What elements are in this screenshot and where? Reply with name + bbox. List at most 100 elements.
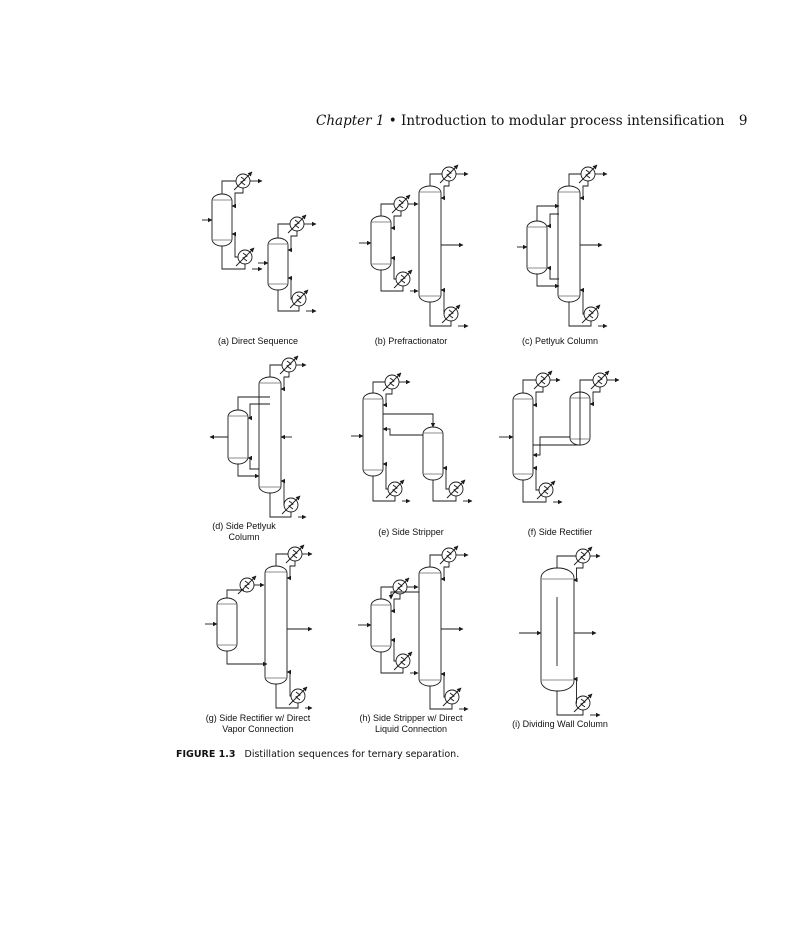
bottoms-line — [277, 290, 300, 312]
main-column — [418, 566, 442, 687]
utility-arrow — [446, 479, 466, 499]
interconnect — [247, 455, 259, 470]
utility-arrow — [233, 171, 253, 191]
utility-arrow — [289, 289, 309, 309]
overhead-vapor-line — [372, 381, 385, 393]
utility-arrow — [573, 546, 593, 566]
utility-arrow — [536, 480, 556, 500]
side-stripper-column — [370, 598, 392, 653]
overhead-vapor-line — [380, 203, 394, 216]
utility-arrow — [287, 214, 307, 234]
reflux-line — [592, 387, 601, 404]
bottoms-line — [275, 684, 299, 709]
panel-label-h: (h) Side Stripper w/ Direct — [359, 713, 463, 723]
utility-arrow — [578, 164, 598, 184]
bottoms-line — [221, 246, 246, 270]
figure-caption: FIGURE 1.3 Distillation sequences for te… — [176, 749, 459, 760]
bottoms-line — [568, 302, 592, 327]
page-number: 9 — [738, 113, 748, 129]
vapor-interconnect — [536, 203, 560, 221]
reflux-line — [393, 594, 401, 611]
utility-arrow — [441, 304, 461, 324]
column-2 — [267, 237, 289, 291]
panel-label-f: (f) Side Rectifier — [528, 527, 593, 537]
prefractionator-column — [370, 215, 392, 271]
petlyuk-prefractionator — [526, 220, 548, 275]
overhead-vapor-line — [429, 554, 442, 567]
dividing-wall-column — [540, 567, 575, 692]
reflux-line — [234, 188, 244, 206]
main-column — [362, 392, 384, 477]
overhead-vapor-line — [380, 586, 393, 599]
utility-arrow — [581, 304, 601, 324]
chapter-title: Introduction to modular process intensif… — [401, 113, 725, 129]
caption-text: Distillation sequences for ternary separ… — [244, 749, 460, 760]
side-rectifier-column — [216, 597, 238, 652]
utility-arrow — [288, 686, 308, 706]
utility-arrow — [235, 247, 255, 267]
utility-arrow — [390, 577, 410, 597]
utility-arrow — [281, 495, 301, 515]
utility-arrow — [279, 355, 299, 375]
side-petlyuk-main-column — [258, 376, 282, 494]
panel-label-d: Column — [228, 532, 259, 542]
reflux-line — [289, 561, 296, 578]
header-bullet: • — [388, 113, 397, 129]
boilup-line — [385, 464, 388, 490]
liquid-interconnect — [536, 274, 560, 289]
panel-label-h: Liquid Connection — [375, 724, 447, 734]
vapor-return-line — [382, 426, 423, 436]
panel-label-d: (d) Side Petlyuk — [212, 521, 276, 531]
panel-label-g: (g) Side Rectifier w/ Direct — [206, 713, 311, 723]
boilup-line — [576, 679, 577, 704]
overhead-vapor-line — [226, 589, 244, 598]
reflux-line — [385, 389, 393, 405]
bottoms-line — [269, 493, 292, 518]
bottoms-line — [556, 691, 584, 716]
overhead-vapor-line — [579, 379, 593, 392]
main-column — [418, 185, 442, 303]
bottoms-line — [432, 480, 457, 502]
overhead-vapor-line — [269, 364, 282, 377]
boilup-line — [289, 672, 291, 697]
utility-arrow — [393, 651, 413, 671]
boilup-line — [393, 640, 396, 662]
utility-arrow — [533, 370, 553, 390]
bottoms-line — [226, 651, 237, 665]
utility-arrow — [391, 194, 411, 214]
interconnect — [247, 403, 270, 421]
bottoms-line — [380, 652, 404, 674]
panel-label-e: (e) Side Stripper — [378, 527, 444, 537]
liquid-interconnect — [546, 213, 559, 229]
utility-arrow — [590, 370, 610, 390]
overhead-vapor-line — [568, 173, 581, 186]
reflux-line — [576, 563, 584, 580]
reflux-line — [290, 231, 298, 250]
boilup-line — [582, 290, 584, 315]
reflux-line — [283, 372, 290, 389]
interconnect — [237, 396, 270, 410]
utility-arrow — [442, 687, 462, 707]
utility-arrow — [439, 164, 459, 184]
bottoms-line — [380, 270, 404, 292]
panel-label-b: (b) Prefractionator — [375, 336, 448, 346]
boilup-line — [443, 674, 445, 698]
utility-arrow — [393, 269, 413, 289]
boilup-line — [234, 234, 238, 258]
liquid-draw-line — [383, 413, 436, 428]
utility-arrow — [573, 693, 593, 713]
utility-arrow — [385, 479, 405, 499]
interconnect — [237, 464, 260, 479]
reflux-line — [393, 211, 402, 228]
utility-arrow — [382, 372, 402, 392]
figure-number: FIGURE 1.3 — [176, 749, 236, 760]
reflux-line — [443, 562, 450, 579]
liquid-connection-line — [388, 591, 419, 600]
overhead-vapor-line — [429, 173, 442, 186]
vapor-interconnect — [546, 265, 559, 280]
utility-arrow — [285, 544, 305, 564]
panel-label-i: (i) Dividing Wall Column — [512, 719, 608, 729]
main-column — [512, 392, 534, 481]
overhead-vapor-line — [522, 379, 536, 393]
